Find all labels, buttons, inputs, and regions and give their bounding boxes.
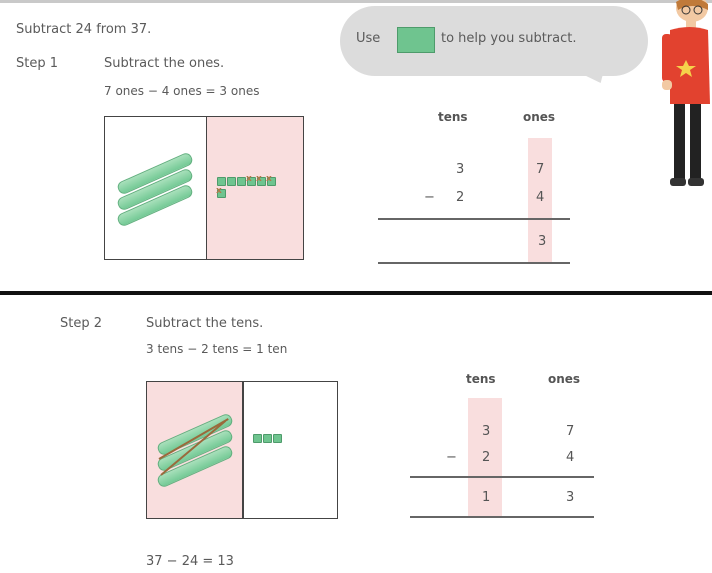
ones-cube-crossed	[267, 177, 276, 186]
step1-header-ones: ones	[523, 110, 556, 124]
step1-top-ones: 7	[536, 162, 545, 177]
ones-cube	[263, 434, 272, 443]
bubble-text-after: to help you subtract.	[441, 31, 577, 46]
step2-bottom-tens: 2	[482, 450, 491, 465]
step2-bottom-ones: 4	[566, 450, 575, 465]
step2-title: Subtract the tens.	[146, 316, 264, 331]
step2-minus-sign: −	[446, 450, 457, 465]
step1-result-ones: 3	[538, 234, 547, 249]
step1-tens-panel	[104, 116, 208, 260]
ones-cube-crossed	[217, 189, 226, 198]
cross-mark: x	[246, 174, 252, 184]
section-divider	[0, 291, 712, 295]
step2-top-tens: 3	[482, 424, 491, 439]
speech-bubble	[340, 6, 648, 76]
top-border	[0, 0, 712, 3]
step2-ones-panel	[242, 381, 338, 519]
step2-bottom-line	[410, 516, 594, 518]
cross-mark: x	[216, 186, 222, 196]
ones-cube-crossed	[257, 177, 266, 186]
step1-equation: 7 ones − 4 ones = 3 ones	[104, 84, 260, 98]
step2-result-ones: 3	[566, 490, 575, 505]
step1-header-tens: tens	[438, 110, 468, 124]
problem-statement: Subtract 24 from 37.	[16, 22, 152, 37]
step2-header-ones: ones	[548, 372, 581, 386]
final-equation: 37 − 24 = 13	[146, 554, 234, 569]
step1-minus-sign: −	[424, 190, 435, 205]
ones-cube	[237, 177, 246, 186]
step2-label: Step 2	[60, 316, 103, 331]
cross-mark: x	[256, 174, 262, 184]
bubble-text-before: Use	[356, 31, 381, 46]
ones-cube	[227, 177, 236, 186]
step1-title: Subtract the ones.	[104, 56, 225, 71]
tens-rod-icon	[397, 27, 435, 53]
step2-header-tens: tens	[466, 372, 496, 386]
step1-ones-panel: x x x x	[206, 116, 304, 260]
step2-result-tens: 1	[482, 490, 491, 505]
step2-top-ones: 7	[566, 424, 575, 439]
cross-mark: x	[266, 174, 272, 184]
step1-bottom-ones: 4	[536, 190, 545, 205]
step1-bottom-tens: 2	[456, 190, 465, 205]
teacher-character-illustration	[662, 0, 710, 186]
step1-ones-highlight	[528, 138, 552, 264]
step1-top-tens: 3	[456, 162, 465, 177]
step2-sum-line	[410, 476, 594, 478]
step1-sum-line	[378, 218, 570, 220]
step1-label: Step 1	[16, 56, 59, 71]
step2-tens-highlight	[468, 398, 502, 516]
ones-cube	[273, 434, 282, 443]
step2-tens-panel	[146, 381, 244, 519]
ones-cube	[253, 434, 262, 443]
ones-cube-crossed	[247, 177, 256, 186]
ones-cube	[217, 177, 226, 186]
step2-equation: 3 tens − 2 tens = 1 ten	[146, 342, 288, 356]
step1-bottom-line	[378, 262, 570, 264]
